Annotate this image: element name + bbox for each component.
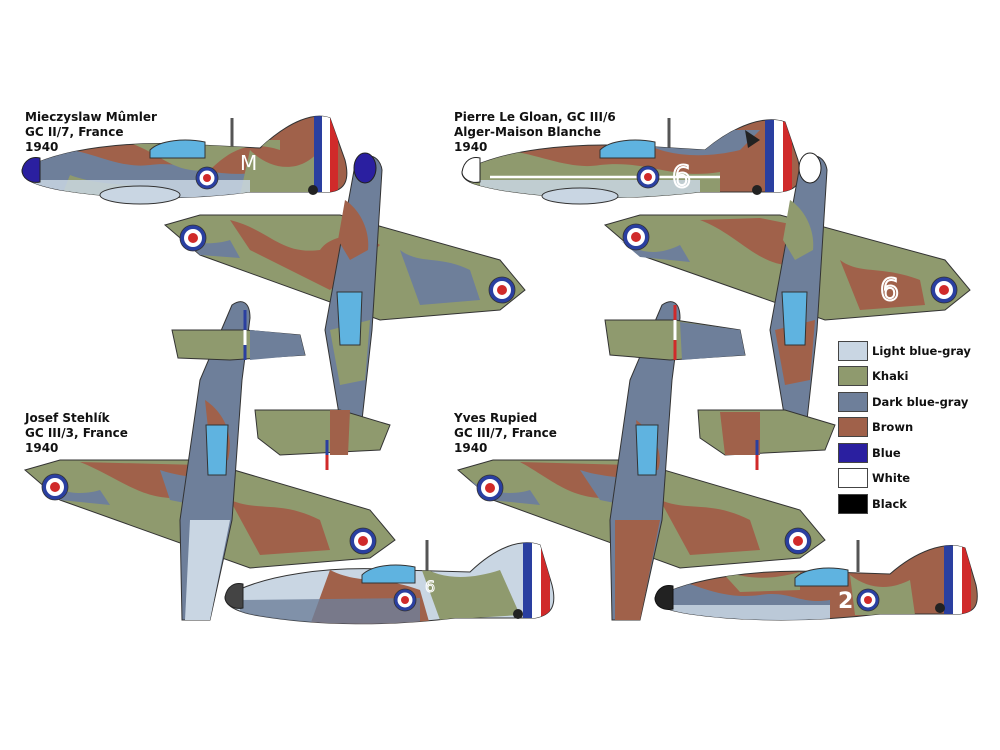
legend-label: Khaki [872, 369, 909, 384]
caption-mumler-line1: Mieczyslaw Mûmler [25, 110, 157, 124]
caption-legloan-line3: 1940 [454, 140, 488, 154]
legend-item: Khaki [838, 364, 998, 390]
legend-label: Brown [872, 420, 914, 435]
stehlik-top-view [23, 301, 396, 621]
legend-item: Brown [838, 415, 998, 441]
caption-mumler-line3: 1940 [25, 140, 59, 154]
caption-stehlik-line1: Josef Stehlík [25, 411, 110, 425]
legloan-code: 6 [672, 160, 691, 195]
legend-item: White [838, 466, 998, 492]
legloan-side-profile: 6 [461, 118, 801, 205]
legend-swatch [838, 493, 868, 514]
caption-stehlik: Josef Stehlík GC III/3, France 1940 [25, 411, 128, 456]
legend-swatch [838, 468, 868, 489]
legend-label: Black [872, 496, 907, 511]
caption-stehlik-line3: 1940 [25, 441, 59, 455]
caption-legloan: Pierre Le Gloan, GC III/6 Alger-Maison B… [454, 110, 616, 155]
caption-legloan-line2: Alger-Maison Blanche [454, 125, 601, 139]
caption-rupied-line1: Yves Rupied [454, 411, 538, 425]
caption-rupied-line3: 1940 [454, 441, 488, 455]
legend-swatch [838, 366, 868, 387]
legend-swatch [838, 417, 868, 438]
rupied-top-view [456, 301, 826, 621]
stehlik-code: 6 [425, 577, 435, 596]
stehlik-side-profile: 6 [224, 540, 555, 625]
caption-rupied: Yves Rupied GC III/7, France 1940 [454, 411, 557, 456]
rupied-side-profile: 2 [654, 540, 978, 621]
legend-item: Light blue-gray [838, 338, 998, 364]
legend-label: White [872, 471, 911, 486]
legend-swatch [838, 340, 868, 361]
mumler-code: M [240, 151, 257, 175]
legend-item: Blue [838, 440, 998, 466]
caption-mumler: Mieczyslaw Mûmler GC II/7, France 1940 [25, 110, 157, 155]
legend-label: Dark blue-gray [872, 394, 969, 409]
caption-legloan-line1: Pierre Le Gloan, GC III/6 [454, 110, 616, 124]
legend-label: Blue [872, 445, 901, 460]
mumler-side-profile: M [21, 115, 348, 205]
legend-swatch [838, 442, 868, 463]
legend-item: Black [838, 491, 998, 517]
legend-label: Light blue-gray [872, 343, 971, 358]
legend-swatch [838, 391, 868, 412]
caption-mumler-line2: GC II/7, France [25, 125, 124, 139]
caption-rupied-line2: GC III/7, France [454, 426, 557, 440]
mumler-top-view [163, 152, 526, 470]
rupied-code: 2 [838, 589, 853, 614]
legloan-wing-code: 6 [880, 273, 899, 308]
legend-item: Dark blue-gray [838, 389, 998, 415]
caption-stehlik-line2: GC III/3, France [25, 426, 128, 440]
legloan-top-view: 6 [603, 152, 971, 470]
